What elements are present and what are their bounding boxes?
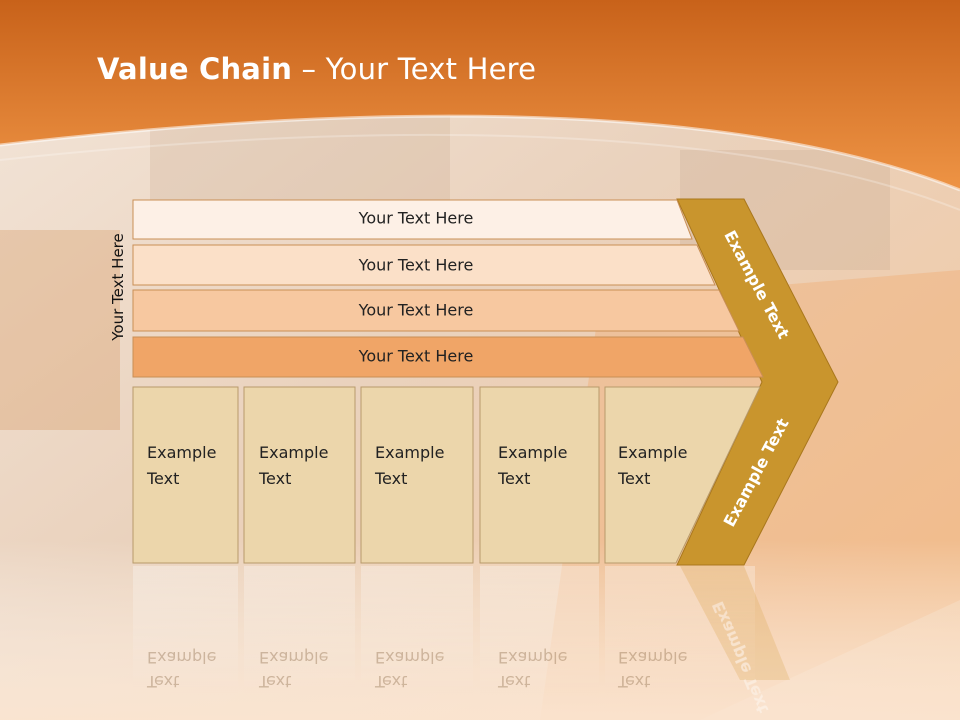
primary-box-3 <box>360 386 474 564</box>
primary-box-5 <box>604 386 761 564</box>
support-bar-1-label: Your Text Here <box>358 209 474 228</box>
support-bar-1 <box>132 199 693 240</box>
support-bar-4-label: Your Text Here <box>358 347 474 366</box>
reflection-box-5-line2: Text <box>617 672 650 691</box>
slide-title-bold: Value Chain <box>97 52 293 86</box>
primary-box-1 <box>132 386 239 564</box>
reflection-box-5-line1: Example <box>618 648 687 667</box>
reflection-box-2-line2: Text <box>258 672 291 691</box>
primary-box-4-line2: Text <box>497 469 530 488</box>
primary-box-3-line1: Example <box>375 443 444 462</box>
reflection-box-3-line2: Text <box>374 672 407 691</box>
primary-activities: Example Text Example Text Example Text E… <box>132 386 761 564</box>
primary-box-5-line1: Example <box>618 443 687 462</box>
support-bar-2-label: Your Text Here <box>358 256 474 275</box>
primary-box-2-line2: Text <box>258 469 291 488</box>
margin-chevron <box>676 198 839 566</box>
primary-box-2 <box>243 386 356 564</box>
reflection-box-4-line1: Example <box>498 648 567 667</box>
primary-box-4-line1: Example <box>498 443 567 462</box>
support-bar-2 <box>132 244 716 286</box>
slide-title-rest: – Your Text Here <box>292 52 537 86</box>
primary-box-1-line2: Text <box>146 469 179 488</box>
support-bar-3-label: Your Text Here <box>358 301 474 320</box>
reflection-box-2-line1: Example <box>259 648 328 667</box>
primary-box-3-line2: Text <box>374 469 407 488</box>
reflection-box-1-line1: Example <box>147 648 216 667</box>
primary-box-4 <box>479 386 600 564</box>
support-bar-4 <box>132 336 764 378</box>
primary-box-5-line2: Text <box>617 469 650 488</box>
reflection-box-4-line2: Text <box>497 672 530 691</box>
slide-title: Value Chain – Your Text Here <box>97 52 536 86</box>
reflection-box-1-line2: Text <box>146 672 179 691</box>
primary-box-1-line1: Example <box>147 443 216 462</box>
reflection-box-3-line1: Example <box>375 648 444 667</box>
primary-box-2-line1: Example <box>259 443 328 462</box>
diagram-reflection: Example Text Example Text Example Text E… <box>133 566 790 716</box>
support-activities: Your Text Here Your Text Here Your Text … <box>132 199 764 378</box>
support-bar-3 <box>132 289 740 332</box>
